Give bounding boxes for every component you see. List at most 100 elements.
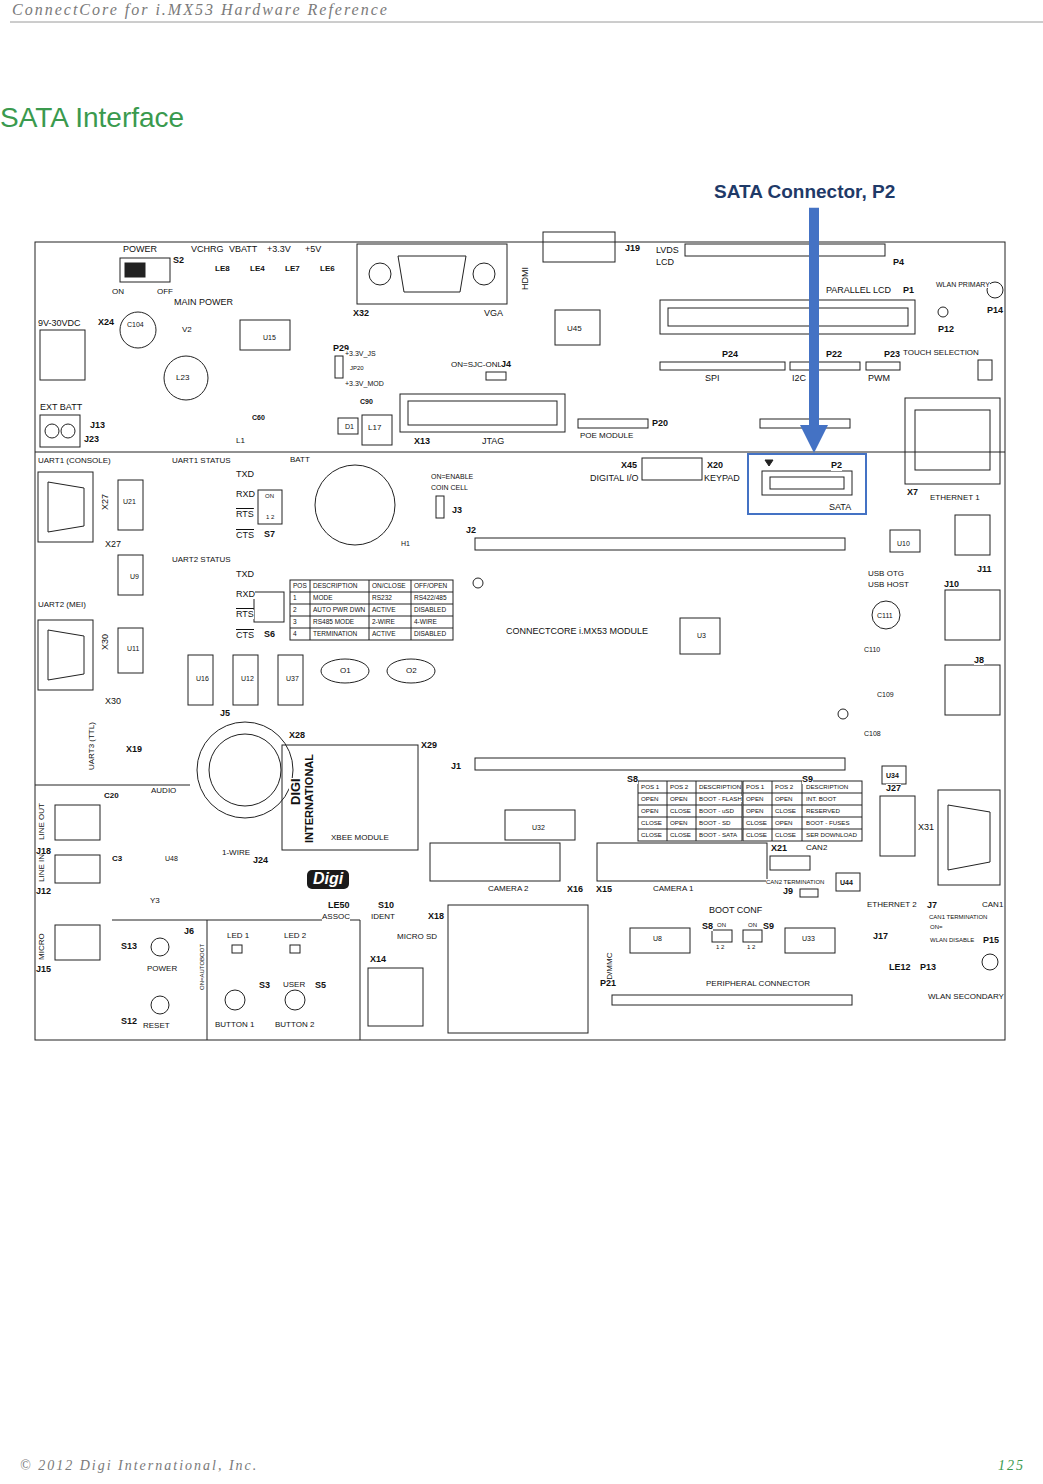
board-outline bbox=[38, 472, 93, 542]
silkscreen-label: DISABLED bbox=[414, 607, 446, 614]
silkscreen-label: BOOT - SATA bbox=[699, 832, 737, 838]
silkscreen-label: U12 bbox=[241, 675, 254, 682]
board-outline bbox=[225, 990, 245, 1010]
silkscreen-label: D1 bbox=[345, 423, 354, 430]
board-outline bbox=[411, 580, 412, 640]
silkscreen-label: POE MODULE bbox=[580, 432, 633, 440]
silkscreen-label: RS422/485 bbox=[414, 595, 447, 602]
silkscreen-label: S10 bbox=[378, 901, 394, 910]
silkscreen-label: P13 bbox=[920, 963, 936, 972]
silkscreen-label: S12 bbox=[121, 1017, 137, 1026]
silkscreen-label: POS bbox=[293, 583, 307, 590]
board-outline bbox=[368, 968, 423, 1026]
silkscreen-label: S6 bbox=[264, 630, 275, 639]
silkscreen-label: USER bbox=[283, 981, 305, 989]
silkscreen-label: X13 bbox=[414, 437, 430, 446]
silkscreen-label: PWM bbox=[868, 374, 890, 383]
silkscreen-label: S9 bbox=[802, 775, 813, 784]
silkscreen-label: 4-WIRE bbox=[414, 619, 437, 626]
board-outline bbox=[772, 781, 773, 841]
silkscreen-label: OPEN bbox=[641, 796, 659, 802]
board-outline bbox=[597, 843, 767, 881]
silkscreen-label: 1 2 bbox=[266, 514, 274, 520]
board-outline bbox=[118, 555, 143, 595]
silkscreen-label: ON=AUTOBOOT bbox=[199, 944, 205, 990]
silkscreen-label: J3 bbox=[452, 506, 462, 515]
board-outline bbox=[712, 930, 732, 942]
board-outline bbox=[310, 580, 311, 640]
silkscreen-label: J8 bbox=[974, 656, 984, 665]
silkscreen-label: MICRO bbox=[38, 933, 46, 960]
silkscreen-label: LE50 bbox=[328, 901, 350, 910]
silkscreen-label: 3 bbox=[293, 619, 297, 626]
board-outline bbox=[473, 578, 483, 588]
board-outline bbox=[872, 601, 900, 629]
silkscreen-label: PARALLEL LCD bbox=[826, 286, 891, 295]
silkscreen-label: O1 bbox=[340, 667, 351, 675]
board-outline bbox=[151, 938, 169, 956]
silkscreen-label: CAMERA 2 bbox=[488, 885, 528, 893]
board-outline bbox=[948, 805, 990, 870]
silkscreen-label: ON=ENABLE bbox=[431, 473, 473, 480]
silkscreen-label: AUDIO bbox=[151, 787, 176, 795]
silkscreen-label: X20 bbox=[707, 461, 723, 470]
silkscreen-label: X14 bbox=[370, 955, 386, 964]
board-outline bbox=[240, 320, 290, 350]
silkscreen-label: U16 bbox=[196, 675, 209, 682]
board-outline bbox=[233, 655, 258, 705]
silkscreen-label: MODE bbox=[313, 595, 333, 602]
silkscreen-label: BOOT CONF bbox=[709, 906, 762, 915]
board-outline bbox=[770, 856, 810, 870]
silkscreen-label: POWER bbox=[123, 245, 157, 254]
board-outline bbox=[120, 258, 170, 282]
silkscreen-label: VGA bbox=[484, 309, 503, 318]
silkscreen-label: 1-WIRE bbox=[222, 849, 250, 857]
silkscreen-label: S3 bbox=[259, 981, 270, 990]
silkscreen-label: MAIN POWER bbox=[174, 298, 233, 307]
silkscreen-label: O2 bbox=[406, 667, 417, 675]
running-header: © 2012 Digi International, Inc. bbox=[20, 1459, 258, 1473]
board-outline bbox=[398, 256, 466, 292]
board-outline bbox=[945, 665, 1000, 715]
board-outline bbox=[785, 928, 835, 953]
board-outline bbox=[638, 829, 742, 830]
silkscreen-label: Y3 bbox=[150, 897, 160, 905]
board-outline bbox=[978, 360, 992, 380]
board-outline bbox=[543, 232, 615, 262]
silkscreen-label: LE6 bbox=[320, 265, 335, 273]
board-outline bbox=[802, 781, 803, 841]
silkscreen-label: CLOSE bbox=[746, 820, 767, 826]
board-outline bbox=[40, 330, 85, 380]
silkscreen-label: U21 bbox=[123, 498, 136, 505]
silkscreen-label: P21 bbox=[600, 979, 616, 988]
silkscreen-label: X16 bbox=[567, 885, 583, 894]
silkscreen-label: L17 bbox=[368, 424, 381, 432]
silkscreen-label: 4 bbox=[293, 631, 297, 638]
silkscreen-label: UART1 (CONSOLE) bbox=[38, 457, 111, 465]
silkscreen-label: OPEN bbox=[670, 796, 688, 802]
silkscreen-label: C111 bbox=[877, 612, 893, 619]
silkscreen-label: X28 bbox=[289, 731, 305, 740]
board-outline bbox=[120, 312, 156, 348]
silkscreen-label: U3 bbox=[697, 632, 706, 639]
page-title: SATA Interface bbox=[0, 104, 184, 132]
logo-text: Digi bbox=[307, 870, 349, 889]
silkscreen-label: LE7 bbox=[285, 265, 300, 273]
silkscreen-label: OPEN bbox=[775, 796, 793, 802]
silkscreen-label: X15 bbox=[596, 885, 612, 894]
board-outline bbox=[430, 843, 560, 881]
silkscreen-label: UART2 (MEI) bbox=[38, 601, 86, 609]
silkscreen-label: BATT bbox=[290, 456, 310, 464]
board-outline bbox=[164, 356, 208, 400]
board-outline bbox=[362, 415, 392, 445]
silkscreen-label: X19 bbox=[126, 745, 142, 754]
board-outline bbox=[680, 618, 720, 654]
board-outline bbox=[505, 810, 575, 840]
board-outline bbox=[905, 398, 1000, 484]
silkscreen-label: BOOT - SD bbox=[699, 820, 731, 826]
silkscreen-label: CLOSE bbox=[670, 808, 691, 814]
silkscreen-label: C104 bbox=[127, 321, 144, 328]
silkscreen-label: CTS bbox=[236, 531, 254, 540]
board-outline bbox=[400, 394, 565, 432]
